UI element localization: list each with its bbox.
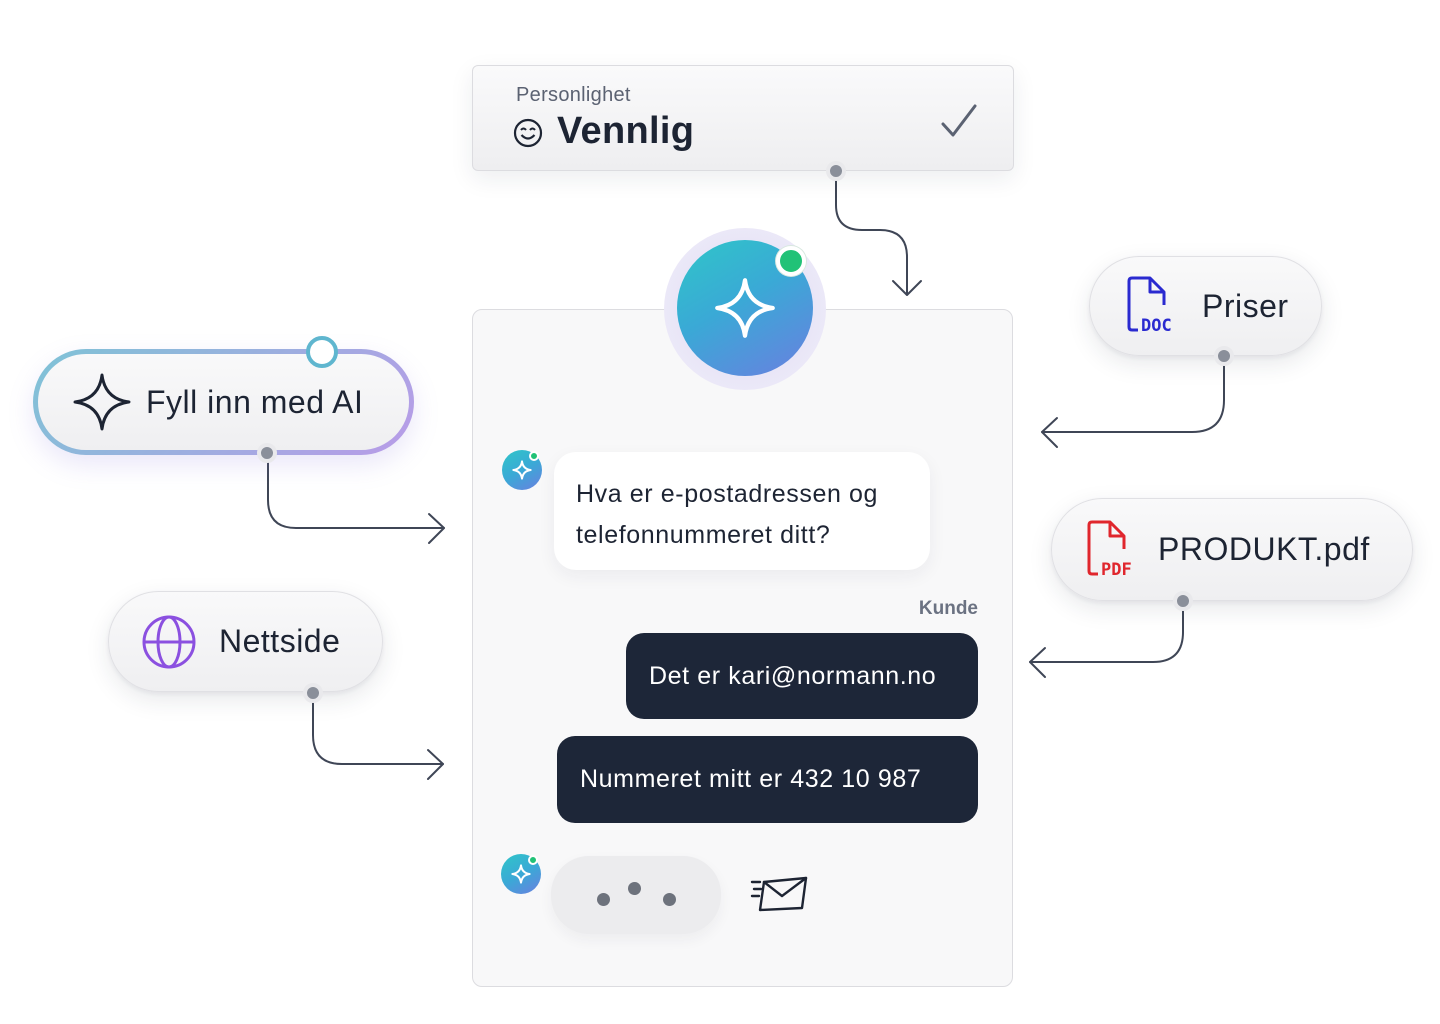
connection-port[interactable] — [1214, 346, 1234, 366]
sparkle-icon — [512, 460, 532, 480]
product-source[interactable]: PDF PRODUKT.pdf — [1051, 498, 1413, 601]
user-message: Det er kari@normann.no — [626, 633, 978, 719]
connection-port[interactable] — [1173, 591, 1193, 611]
svg-text:DOC: DOC — [1141, 316, 1172, 336]
connector-website — [312, 694, 444, 765]
personality-card[interactable]: Personlighet Vennlig — [472, 65, 1014, 171]
typing-dot — [628, 882, 641, 895]
connector-product — [1029, 602, 1184, 663]
online-indicator — [528, 855, 538, 865]
doc-file-icon: DOC — [1127, 276, 1172, 336]
website-label: Nettside — [219, 623, 341, 659]
bot-message: Hva er e-postadressen og telefonnummeret… — [554, 452, 930, 570]
sparkle-icon — [511, 864, 531, 884]
connection-port[interactable] — [826, 161, 846, 181]
connector-prices — [1041, 357, 1225, 433]
connector-ai-fill — [267, 454, 445, 529]
connection-port-open[interactable] — [306, 336, 338, 368]
send-email-icon — [750, 876, 808, 912]
globe-icon — [142, 615, 196, 668]
personality-value: Vennlig — [557, 110, 695, 152]
user-message-text: Det er kari@normann.no — [649, 661, 937, 690]
svg-text:PDF: PDF — [1101, 560, 1132, 580]
check-icon — [941, 104, 977, 137]
connection-port[interactable] — [303, 683, 323, 703]
ai-fill-button[interactable]: Fyll inn med AI — [33, 349, 414, 455]
personality-caption: Personlighet — [516, 84, 631, 106]
online-indicator — [776, 246, 806, 276]
prices-label: Priser — [1202, 287, 1289, 324]
user-message: Nummeret mitt er 432 10 987 — [557, 736, 978, 823]
sparkle-icon — [715, 278, 775, 338]
prices-source[interactable]: DOC Priser — [1089, 256, 1322, 356]
pdf-file-icon: PDF — [1087, 520, 1132, 580]
connector-personality — [835, 171, 908, 294]
sparkle-icon — [73, 373, 131, 431]
connection-port[interactable] — [257, 443, 277, 463]
sender-label: Kunde — [918, 598, 978, 619]
website-source[interactable]: Nettside — [108, 591, 383, 692]
user-message-text: Nummeret mitt er 432 10 987 — [580, 765, 922, 793]
smile-icon — [513, 118, 543, 148]
typing-dot — [597, 893, 610, 906]
online-indicator — [529, 451, 539, 461]
typing-dot — [663, 893, 676, 906]
ai-fill-label: Fyll inn med AI — [146, 383, 364, 420]
product-label: PRODUKT.pdf — [1158, 531, 1370, 567]
typing-indicator — [551, 856, 721, 934]
